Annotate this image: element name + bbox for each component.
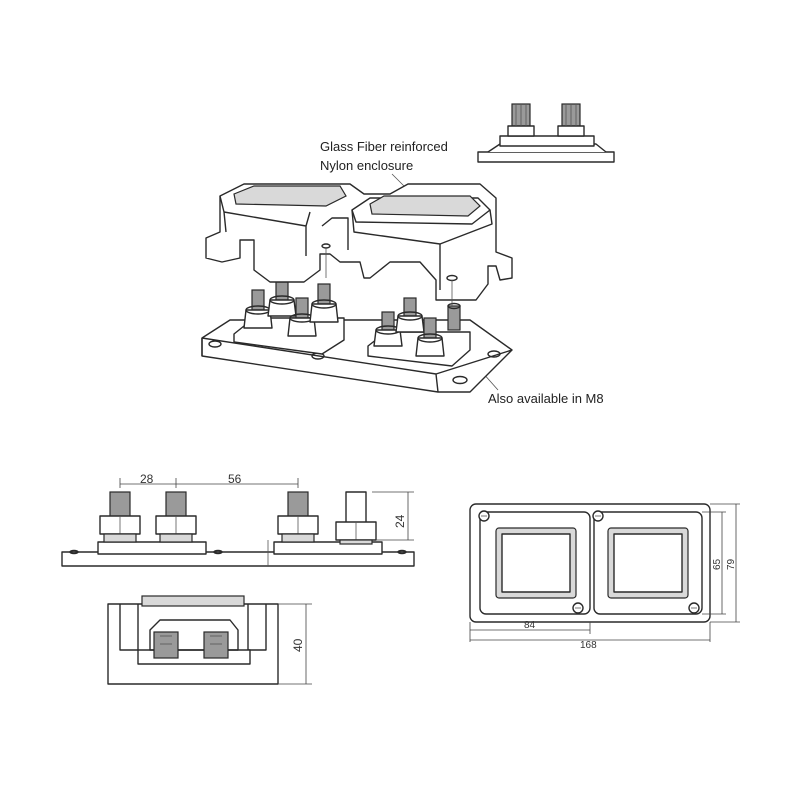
- enclosure-label-line1: Glass Fiber reinforced: [320, 139, 448, 154]
- top-view: [469, 503, 740, 642]
- dim-outer-height: 79: [726, 558, 737, 570]
- small-front-view: [477, 103, 615, 163]
- dim-stud-spacing: 28: [140, 472, 154, 486]
- m8-note-label: Also available in M8: [488, 391, 604, 406]
- dim-pair-spacing: 56: [228, 472, 242, 486]
- dim-total-length: 168: [580, 640, 597, 651]
- dim-side-height: 40: [291, 638, 305, 652]
- enclosure-label-line2: Nylon enclosure: [320, 158, 413, 173]
- front-elevation-view: [61, 478, 415, 567]
- dim-inner-height: 65: [712, 558, 723, 570]
- side-elevation-view: [107, 595, 312, 685]
- dim-half-length: 84: [524, 620, 536, 631]
- isometric-exploded-view: [201, 183, 513, 393]
- dim-stud-height: 24: [393, 514, 407, 528]
